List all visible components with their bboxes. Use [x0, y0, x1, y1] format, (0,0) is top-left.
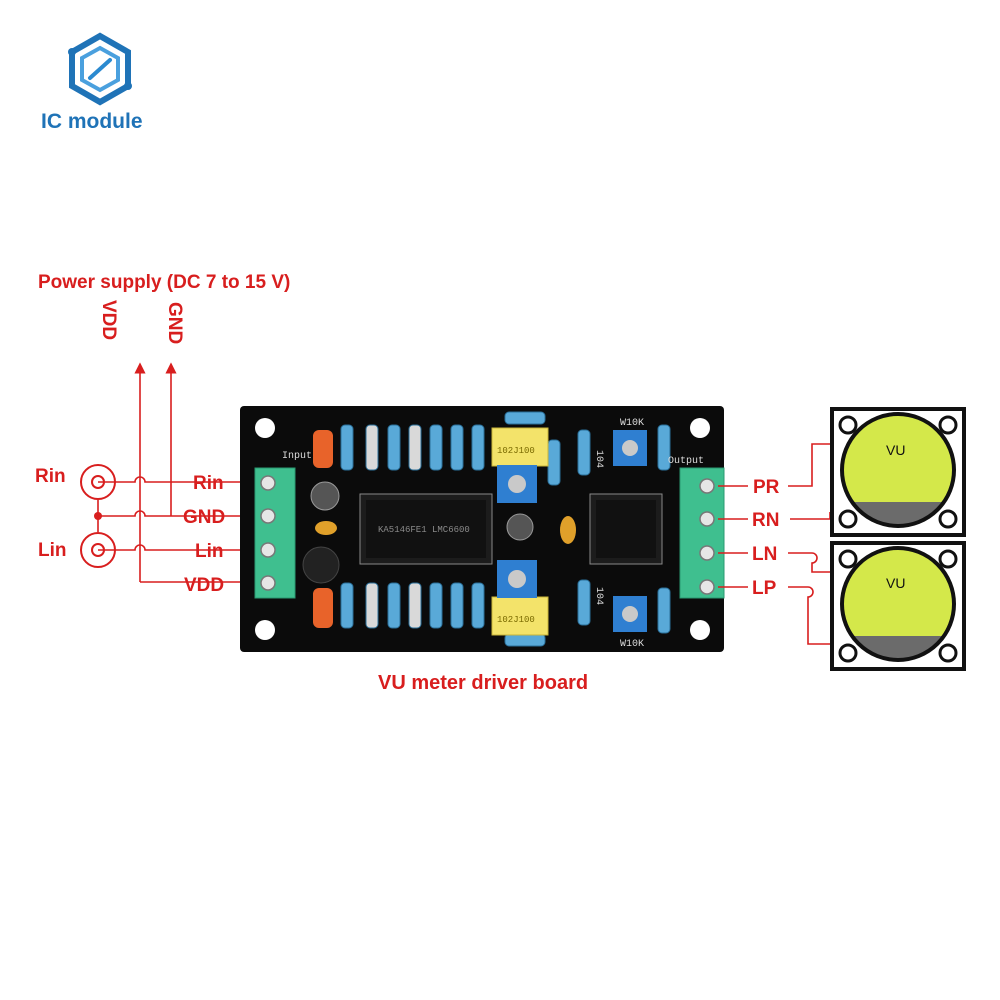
- jack-rin-icon: [80, 464, 116, 500]
- jack-label-rin: Rin: [35, 466, 66, 487]
- silk-104-bottom: 104: [593, 587, 604, 605]
- brand-name: IC module: [41, 110, 143, 133]
- chip-text: KA5146FE1 LMC6600: [378, 525, 470, 535]
- silk-w10k-top: W10K: [620, 418, 644, 429]
- vu-meter-top: [830, 407, 966, 537]
- silk-w10k-bottom: W10K: [620, 639, 644, 650]
- input-label-lin: Lin: [195, 541, 224, 562]
- junction-dot: [94, 512, 102, 520]
- input-label-vdd: VDD: [184, 575, 225, 596]
- hexagon-logo-icon: [68, 32, 132, 106]
- input-label-gnd: GND: [183, 507, 226, 528]
- output-label-lp: LP: [752, 578, 777, 599]
- jack-label-lin: Lin: [38, 540, 67, 561]
- power-supply-title: Power supply (DC 7 to 15 V): [38, 272, 291, 293]
- power-wiring: [97, 362, 258, 583]
- silk-102j-bottom: 102J100: [497, 615, 535, 625]
- power-vdd-label: VDD: [98, 300, 119, 341]
- vu-driver-board: [240, 406, 725, 652]
- jack-lin-icon: [80, 532, 116, 568]
- output-label-pr: PR: [753, 477, 780, 498]
- silk-output: Output: [668, 456, 704, 467]
- silk-102j-top: 102J100: [497, 446, 535, 456]
- silk-input: Input: [282, 451, 312, 462]
- output-label-ln: LN: [752, 544, 778, 565]
- board-caption: VU meter driver board: [378, 672, 589, 694]
- output-label-rn: RN: [752, 510, 780, 531]
- meter-label-top: VU: [886, 442, 905, 458]
- power-gnd-label: GND: [164, 302, 185, 345]
- input-label-rin: Rin: [193, 473, 224, 494]
- silk-104-top: 104: [593, 450, 604, 468]
- meter-label-bottom: VU: [886, 575, 905, 591]
- vu-meter-bottom: [830, 541, 966, 671]
